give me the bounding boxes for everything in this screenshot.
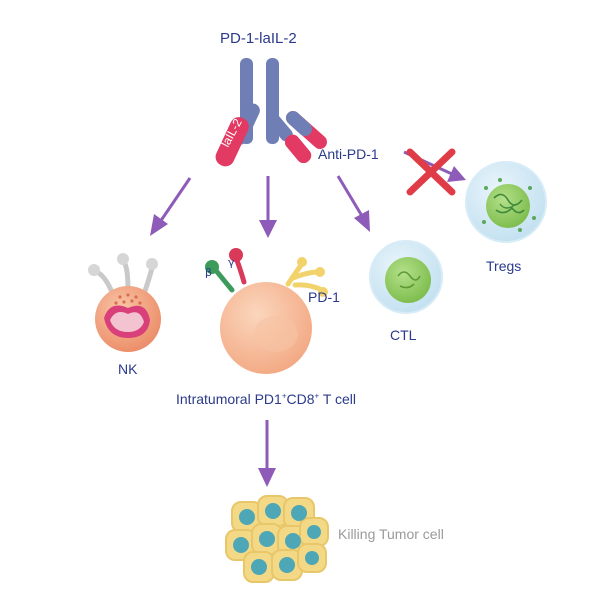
- gamma-label: γ: [228, 256, 235, 269]
- anti-pd1-label: Anti-PD-1: [318, 146, 379, 162]
- nk-label: NK: [118, 361, 138, 377]
- arrow-to-tcell: [259, 176, 277, 238]
- nk-cell: [88, 253, 161, 352]
- pd1-label: PD-1: [308, 289, 340, 305]
- anti-pd1-arm: [267, 113, 312, 164]
- antibody-title: PD-1-laIL-2: [220, 30, 297, 47]
- tregs-cell: [465, 161, 547, 243]
- tcell-label: Intratumoral PD1+CD8+ T cell: [176, 391, 356, 407]
- block-x-icon: [406, 148, 456, 196]
- ctl-cell: [369, 240, 443, 314]
- tregs-label: Tregs: [486, 258, 522, 274]
- tcell: β γ: [205, 248, 328, 374]
- antibody: laIL-2: [215, 58, 327, 167]
- tcell-label-suffix: T cell: [319, 391, 357, 407]
- arrow-to-ctl: [336, 175, 370, 232]
- beta-label: β: [205, 266, 212, 279]
- tumor-cells: [225, 495, 329, 583]
- arrow-to-nk: [150, 177, 192, 236]
- arrow-to-tumor: [258, 420, 276, 487]
- laIL2-arm: [215, 103, 260, 167]
- tcell-label-prefix: Intratumoral PD1: [176, 391, 282, 407]
- tcell-label-sup2: +: [314, 391, 320, 401]
- ctl-nucleus: [385, 257, 431, 303]
- ctl-label: CTL: [390, 327, 417, 343]
- tregs-nucleus: [486, 184, 530, 228]
- pd1-receptor: [285, 257, 328, 297]
- tcell-label-sup1: +: [281, 391, 287, 401]
- killing-tumor-label: Killing Tumor cell: [338, 526, 444, 542]
- tcell-label-mid: CD8: [286, 391, 315, 407]
